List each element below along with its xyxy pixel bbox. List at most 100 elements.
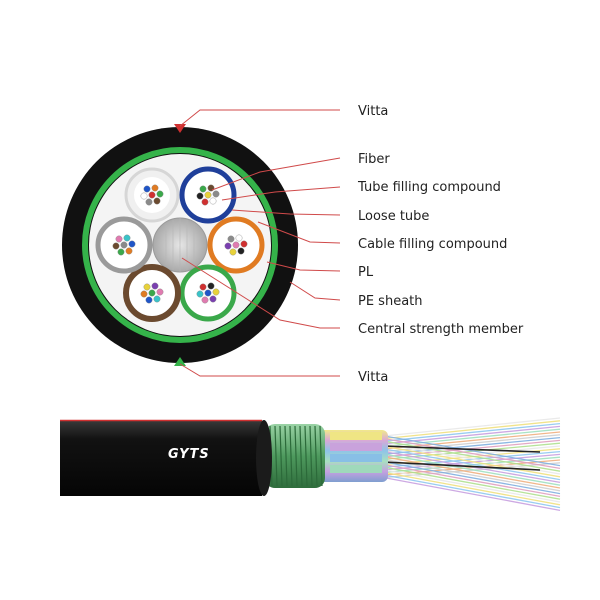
green-armor-ring bbox=[82, 147, 278, 343]
inner-tube-bands bbox=[330, 432, 382, 473]
fiber-fan bbox=[383, 417, 561, 512]
armor-rib bbox=[294, 425, 298, 487]
armor-rib bbox=[314, 425, 318, 487]
armor-rib bbox=[319, 425, 323, 487]
fiber-dot bbox=[235, 234, 243, 242]
fiber-dot bbox=[201, 296, 209, 304]
fiber-dot bbox=[207, 282, 215, 290]
fiber-dot bbox=[156, 288, 164, 296]
fiber-dot bbox=[204, 191, 212, 199]
fiber-dot bbox=[143, 283, 151, 291]
fiber-dot bbox=[153, 197, 161, 205]
fiber-dot bbox=[156, 190, 164, 198]
vitta-marker-bottom bbox=[174, 357, 186, 366]
fiber-dot bbox=[201, 198, 209, 206]
fanned-fiber bbox=[383, 469, 561, 503]
cable-side-view: GYTS bbox=[60, 417, 561, 512]
fiber-dot bbox=[153, 295, 161, 303]
fiber-dot bbox=[148, 289, 156, 297]
fanned-fiber bbox=[383, 453, 561, 486]
fanned-fiber-dark bbox=[383, 461, 541, 471]
fanned-fiber bbox=[383, 461, 561, 495]
fiber-dot bbox=[232, 241, 240, 249]
cable-cross-section bbox=[62, 124, 298, 366]
fiber-dot bbox=[207, 184, 215, 192]
fiber-dot bbox=[229, 248, 237, 256]
armor-rib bbox=[289, 425, 293, 487]
jacket-cut-edge bbox=[256, 420, 272, 496]
label-vitta-bottom: Vitta bbox=[358, 370, 388, 385]
fiber-dot bbox=[227, 235, 235, 243]
fanned-fiber bbox=[383, 422, 561, 442]
outer-jacket bbox=[60, 420, 270, 496]
leader-tube-filling bbox=[221, 186, 341, 201]
leader-loose-tube bbox=[231, 209, 341, 216]
fiber-dot bbox=[123, 234, 131, 242]
fiber-bundles bbox=[112, 184, 248, 304]
leader-vitta-bottom bbox=[179, 363, 340, 377]
fiber-dot bbox=[204, 289, 212, 297]
fiber-dot bbox=[117, 248, 125, 256]
cable-print-gyts: GYTS bbox=[168, 447, 210, 462]
fanned-fiber bbox=[383, 458, 561, 492]
fanned-fiber bbox=[383, 445, 561, 478]
label-tube-filling-compound: Tube filling compound bbox=[357, 180, 501, 195]
leader-vitta-top bbox=[179, 109, 340, 127]
fiber-dot bbox=[128, 240, 136, 248]
fanned-fiber bbox=[383, 456, 561, 489]
leader-lines bbox=[179, 109, 341, 377]
fanned-fiber bbox=[383, 471, 561, 506]
leader-pl bbox=[266, 261, 341, 272]
fiber-dot bbox=[209, 295, 217, 303]
fiber-dot bbox=[199, 185, 207, 193]
fiber-dot bbox=[148, 191, 156, 199]
fanned-fiber bbox=[383, 466, 561, 500]
armor-rib bbox=[309, 425, 313, 487]
armor-rib bbox=[274, 425, 278, 487]
fanned-fiber-dark bbox=[383, 445, 541, 453]
leader-central-member bbox=[181, 257, 340, 329]
fanned-fiber bbox=[383, 420, 561, 440]
fanned-fiber bbox=[383, 476, 561, 512]
fiber-dot bbox=[140, 192, 148, 200]
armor-rib bbox=[299, 425, 303, 487]
leader-cable-filling bbox=[257, 221, 341, 244]
label-vitta-top: Vitta bbox=[358, 104, 388, 119]
fiber-dot bbox=[212, 288, 220, 296]
leader-pe-sheath bbox=[289, 281, 341, 301]
armor-rib bbox=[304, 425, 308, 487]
fanned-fiber bbox=[383, 417, 561, 437]
fiber-dot bbox=[120, 241, 128, 249]
label-central-strength-member: Central strength member bbox=[358, 322, 524, 337]
fiber-dot bbox=[145, 198, 153, 206]
fiber-dot bbox=[112, 242, 120, 250]
label-pe-sheath: PE sheath bbox=[358, 294, 423, 309]
fiber-dot bbox=[115, 235, 123, 243]
label-fiber: Fiber bbox=[358, 152, 390, 167]
fiber-dot bbox=[151, 184, 159, 192]
fiber-dot bbox=[143, 185, 151, 193]
fanned-fiber bbox=[383, 435, 561, 467]
fiber-dot bbox=[145, 296, 153, 304]
fiber-dot bbox=[151, 282, 159, 290]
armor-rib bbox=[279, 425, 283, 487]
fiber-dot bbox=[140, 290, 148, 298]
fiber-dot bbox=[224, 242, 232, 250]
fanned-fiber bbox=[383, 463, 561, 498]
fanned-fiber bbox=[383, 448, 561, 481]
fanned-fiber bbox=[383, 437, 561, 470]
fanned-fiber bbox=[383, 474, 561, 509]
fiber-dot bbox=[196, 192, 204, 200]
label-pl: PL bbox=[358, 265, 374, 280]
label-cable-filling-compound: Cable filling compound bbox=[358, 237, 507, 252]
fiber-dot bbox=[125, 247, 133, 255]
fiber-dot bbox=[212, 190, 220, 198]
labels: Vitta Fiber Tube filling compound Loose … bbox=[357, 104, 524, 385]
leader-fiber bbox=[211, 157, 341, 191]
fiber-dot bbox=[209, 197, 217, 205]
fanned-fiber bbox=[383, 440, 561, 472]
fiber-dot bbox=[237, 247, 245, 255]
label-loose-tube: Loose tube bbox=[358, 209, 429, 224]
vitta-marker-top bbox=[174, 124, 186, 133]
